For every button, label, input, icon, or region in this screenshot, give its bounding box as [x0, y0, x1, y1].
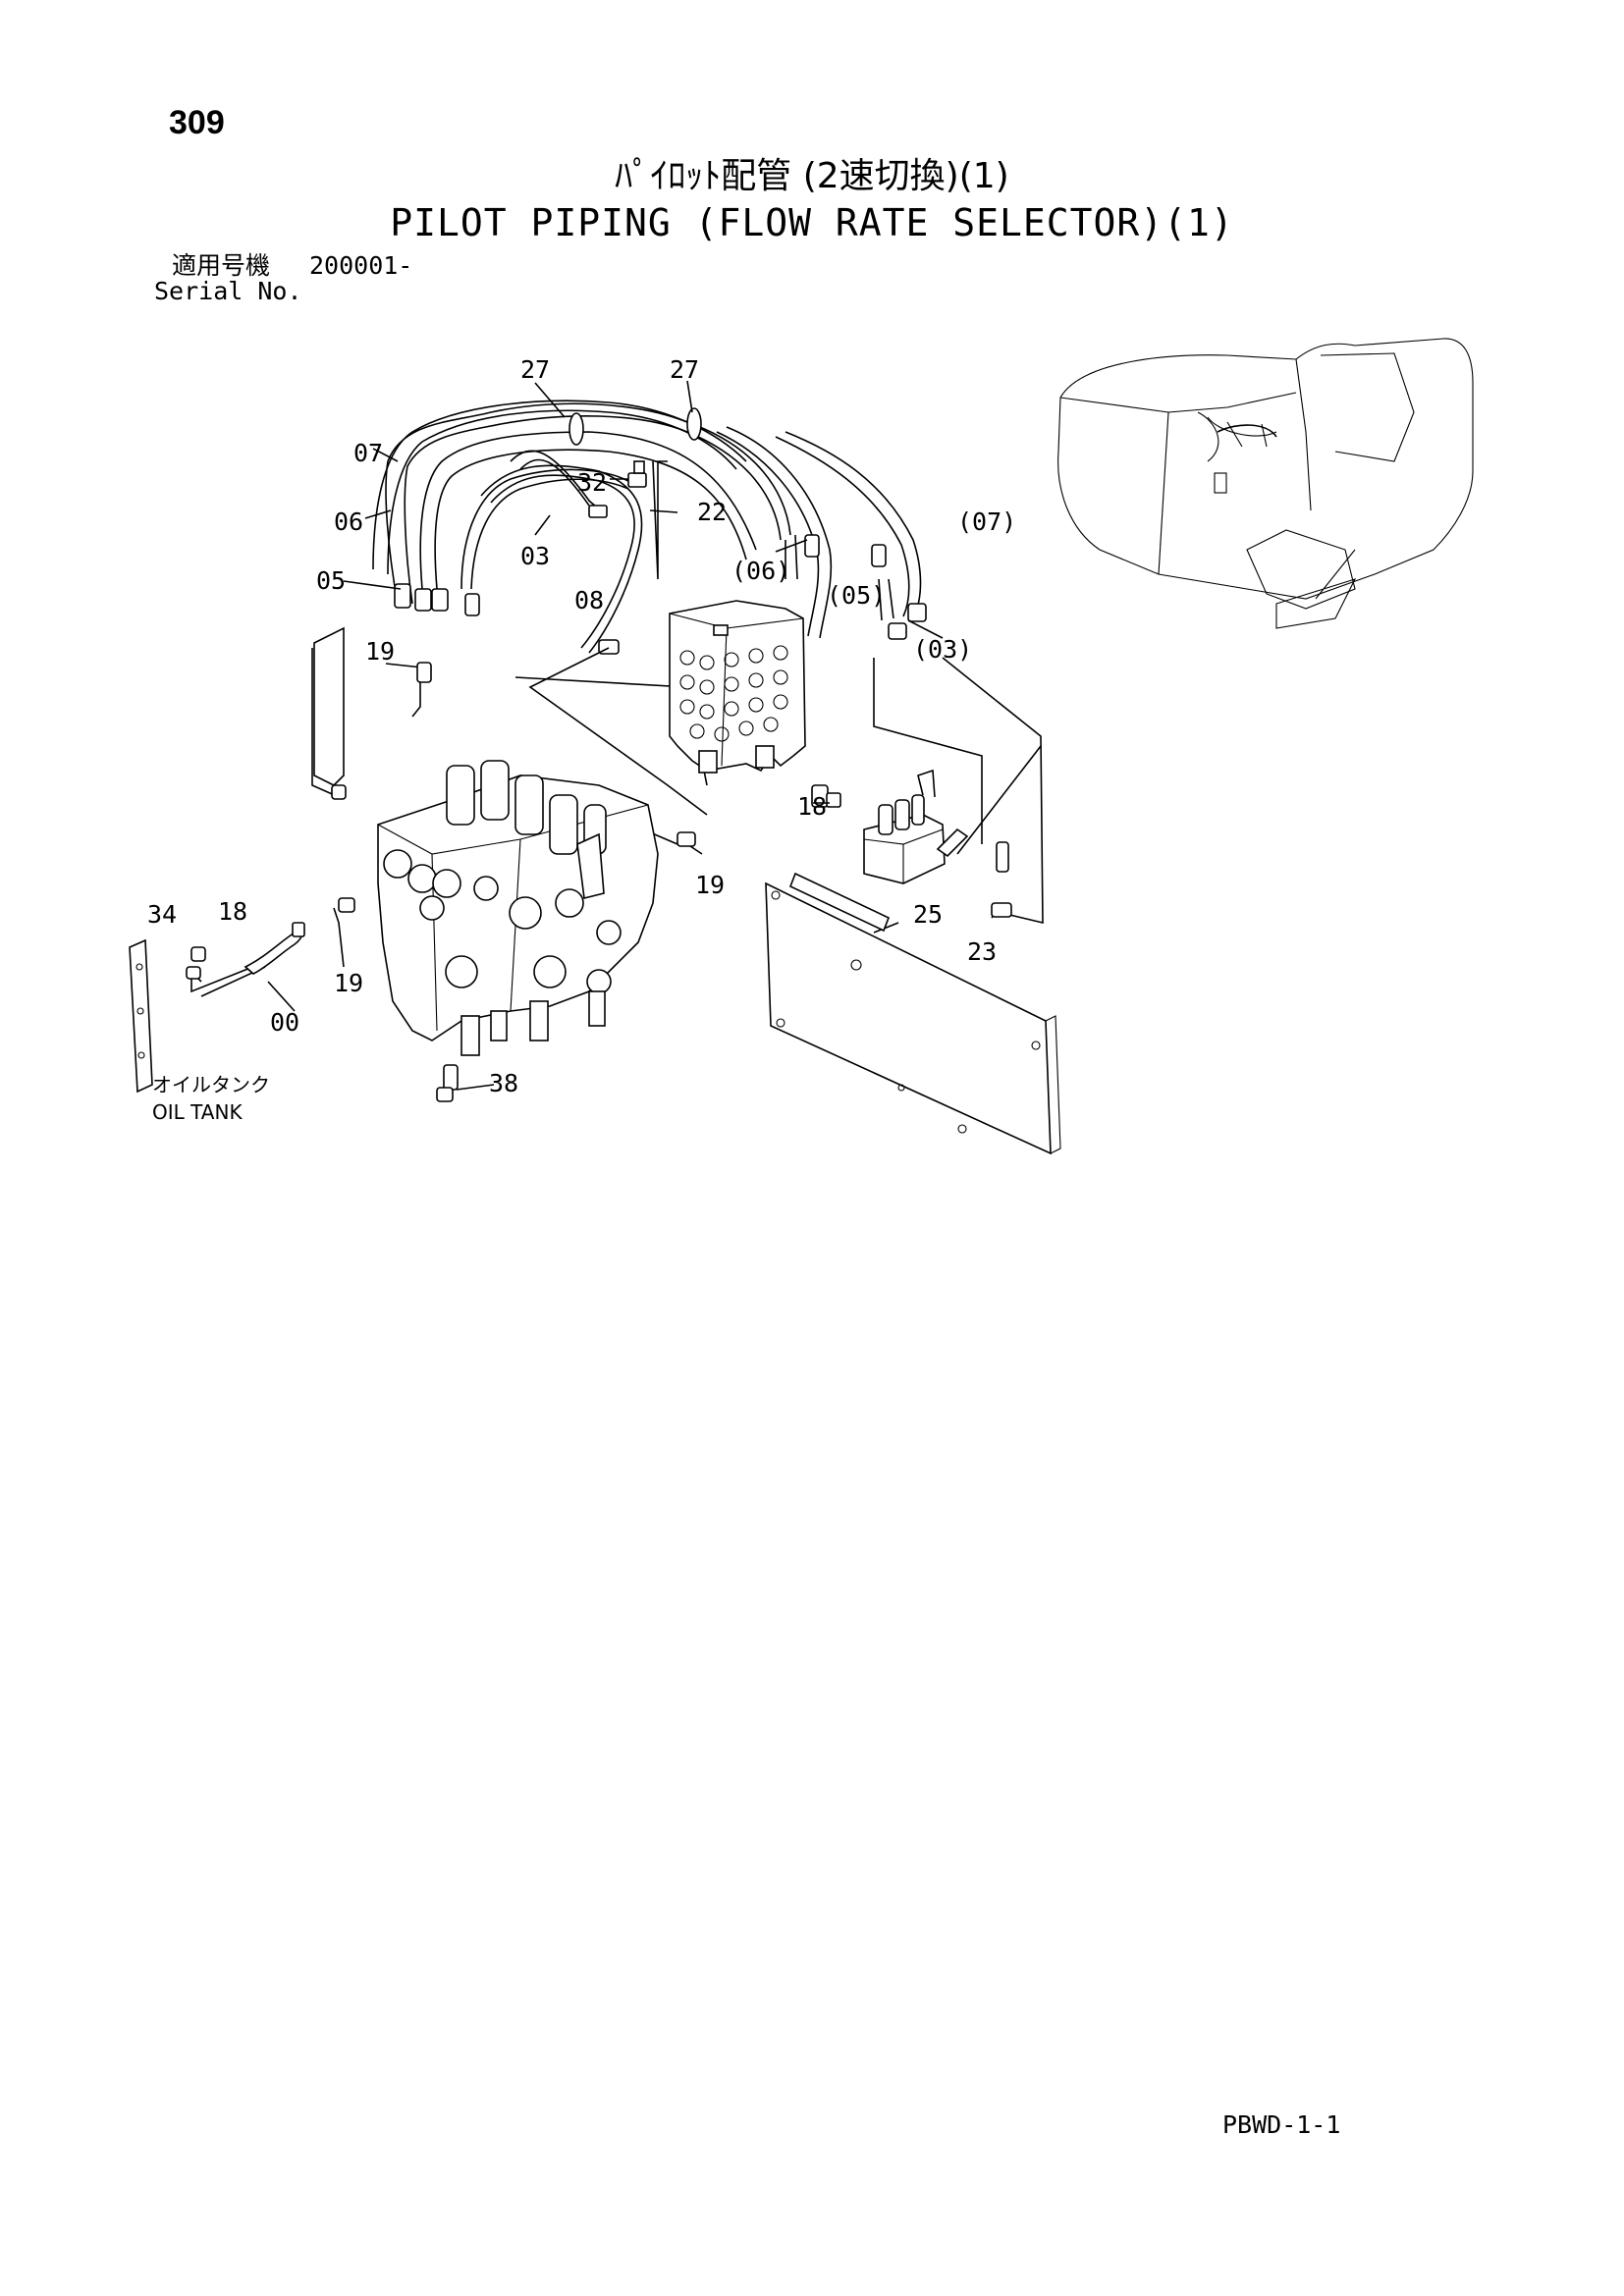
flow-rate-selector-valve	[863, 769, 1012, 918]
hose-clamps	[568, 407, 702, 446]
machine-locator-sketch	[1057, 338, 1474, 629]
page-title-english: PILOT PIPING (FLOW RATE SELECTOR)(1)	[390, 201, 1234, 244]
tube-25	[788, 872, 891, 933]
callout-19-right: 19	[695, 871, 725, 899]
callout-03-ref: (03)	[913, 635, 972, 664]
serial-number-range: 200001-	[309, 251, 413, 280]
callout-07-ref: (07)	[957, 507, 1016, 536]
callout-labels: 27 27 07 32 22 06 03 (06) (07) 05 08 (05…	[147, 355, 1016, 1124]
oil-tank-label-english: OIL TANK	[152, 1100, 243, 1124]
oil-tank-label-japanese: オイルタンク	[152, 1073, 270, 1096]
serial-label-japanese: 適用号機	[172, 251, 271, 280]
parts-diagram: 27 27 07 32 22 06 03 (06) (07) 05 08 (05…	[129, 338, 1474, 1155]
callout-18-right: 18	[797, 792, 827, 821]
valve-fittings	[186, 662, 696, 1102]
callout-08: 08	[574, 586, 604, 614]
footer-code: PBWD-1-1	[1222, 2110, 1341, 2139]
callout-23: 23	[967, 937, 997, 966]
callout-25: 25	[913, 900, 943, 929]
pilot-hoses	[372, 400, 922, 654]
callout-22: 22	[697, 498, 727, 526]
callout-06: 06	[334, 507, 363, 536]
callout-18-left: 18	[218, 897, 247, 926]
page-number: 309	[169, 104, 225, 141]
oil-tank-wall	[129, 938, 153, 1094]
callout-32: 32	[577, 468, 607, 497]
serial-label-english: Serial No.	[154, 277, 302, 305]
hose-fittings	[394, 460, 927, 808]
callout-07: 07	[353, 439, 383, 467]
callout-27-left: 27	[520, 355, 550, 384]
main-control-valve	[377, 760, 659, 1056]
pilot-valve-block	[669, 600, 806, 774]
callout-27-right: 27	[670, 355, 699, 384]
page-title-japanese: ﾊﾟｲﾛｯﾄ配管 (2速切換)(1)	[615, 156, 1009, 196]
callout-05-ref: (05)	[827, 581, 886, 610]
callout-05: 05	[316, 566, 346, 595]
callout-19-bottom: 19	[334, 969, 363, 997]
callout-34: 34	[147, 900, 177, 929]
callout-00: 00	[270, 1008, 299, 1037]
mounting-plate	[765, 881, 1061, 1155]
callout-03: 03	[520, 542, 550, 570]
callout-19-top: 19	[365, 637, 395, 666]
callout-06-ref: (06)	[731, 557, 790, 585]
callout-38: 38	[489, 1069, 518, 1097]
